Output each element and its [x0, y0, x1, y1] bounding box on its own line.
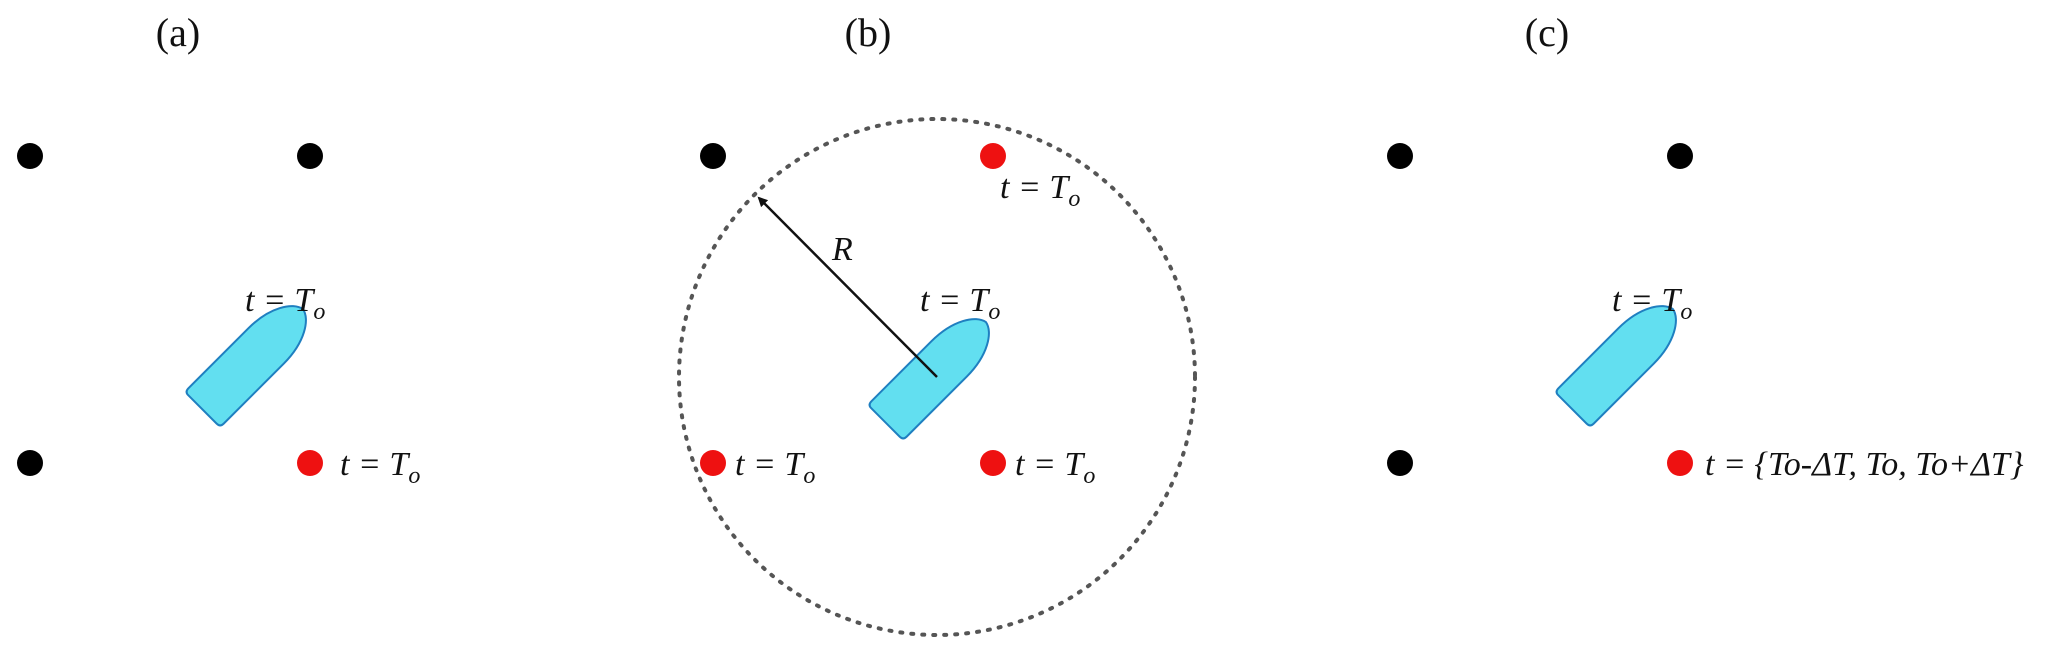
radius-circle: [677, 117, 1197, 637]
time-prefix: t = T: [920, 282, 990, 319]
boat-icon: [185, 305, 307, 427]
panel-b: (b) t = To t = To t = To t = To R: [677, 10, 1197, 637]
node-bottom-left-active: [700, 450, 726, 476]
time-subscript: o: [313, 299, 325, 325]
time-subscript: o: [803, 463, 815, 489]
time-subscript: o: [988, 299, 1000, 325]
node-top-right: [297, 143, 323, 169]
time-subscript: o: [1068, 186, 1080, 212]
boat-time-label: t = To: [1612, 282, 1692, 325]
radius-label: R: [831, 231, 853, 268]
node-time-label: t = To: [1015, 446, 1095, 489]
panel-c: (c) t = {To-ΔT, To, To+ΔT} t = To: [1387, 10, 2024, 483]
time-subscript: o: [1680, 299, 1692, 325]
node-bottom-left: [1387, 450, 1413, 476]
node-top-left: [700, 143, 726, 169]
boat-icon: [868, 318, 990, 440]
node-top-left: [17, 143, 43, 169]
node-bottom-right-active: [980, 450, 1006, 476]
node-top-left: [1387, 143, 1413, 169]
panel-a: (a) t = To t = To: [17, 10, 420, 489]
boat-time-label: t = To: [920, 282, 1000, 325]
time-window-label: t = {To-ΔT, To, To+ΔT}: [1705, 446, 2024, 483]
node-top-right-active: [980, 143, 1006, 169]
node-top-right: [1667, 143, 1693, 169]
node-time-label: t = To: [340, 446, 420, 489]
node-time-label: t = To: [735, 446, 815, 489]
node-bottom-left: [17, 450, 43, 476]
node-time-label: t = To: [1000, 169, 1080, 212]
node-bottom-right-active: [297, 450, 323, 476]
time-prefix: t = T: [340, 446, 410, 483]
time-prefix: t = T: [245, 282, 315, 319]
time-prefix: t = T: [735, 446, 805, 483]
panel-a-label: (a): [156, 10, 200, 55]
node-bottom-right-active: [1667, 450, 1693, 476]
radius-arrow: [757, 196, 938, 378]
panel-c-label: (c): [1525, 10, 1569, 55]
time-prefix: t = T: [1612, 282, 1682, 319]
time-subscript: o: [408, 463, 420, 489]
panel-b-label: (b): [845, 10, 892, 55]
boat-time-label: t = To: [245, 282, 325, 325]
time-subscript: o: [1083, 463, 1095, 489]
time-prefix: t = T: [1000, 169, 1070, 206]
time-prefix: t = T: [1015, 446, 1085, 483]
boat-icon: [1555, 305, 1677, 427]
